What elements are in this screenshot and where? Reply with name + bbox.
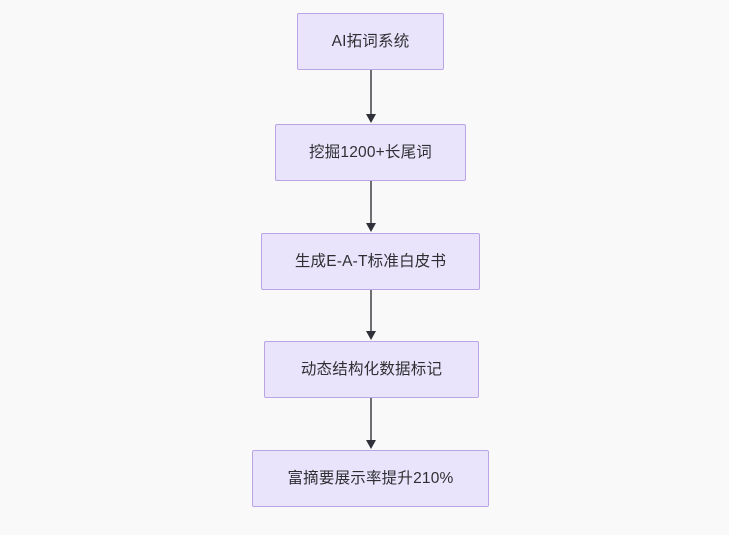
flowchart-edge-3-line (370, 290, 372, 332)
flowchart-edge-1-arrow-icon (366, 114, 376, 123)
flowchart-edge-4-line (370, 398, 372, 441)
flowchart-node-5-label: 富摘要展示率提升210% (287, 469, 454, 487)
flowchart-node-2-label: 挖掘1200+长尾词 (308, 143, 433, 161)
flowchart-node-3[interactable]: 生成E-A-T标准白皮书 (261, 233, 480, 290)
flowchart-node-3-label: 生成E-A-T标准白皮书 (294, 252, 447, 270)
flowchart-edge-3-arrow-icon (366, 331, 376, 340)
flowchart-node-1[interactable]: AI拓词系统 (297, 13, 444, 70)
flowchart-node-1-label: AI拓词系统 (331, 32, 410, 50)
flowchart-node-4[interactable]: 动态结构化数据标记 (264, 341, 479, 398)
flowchart-edge-2-line (370, 181, 372, 224)
flowchart-node-2[interactable]: 挖掘1200+长尾词 (275, 124, 466, 181)
flowchart-edge-4-arrow-icon (366, 440, 376, 449)
flowchart-node-5[interactable]: 富摘要展示率提升210% (252, 450, 489, 507)
flowchart-node-4-label: 动态结构化数据标记 (300, 360, 443, 378)
flowchart-edge-1-line (370, 70, 372, 115)
flowchart-edge-2-arrow-icon (366, 223, 376, 232)
